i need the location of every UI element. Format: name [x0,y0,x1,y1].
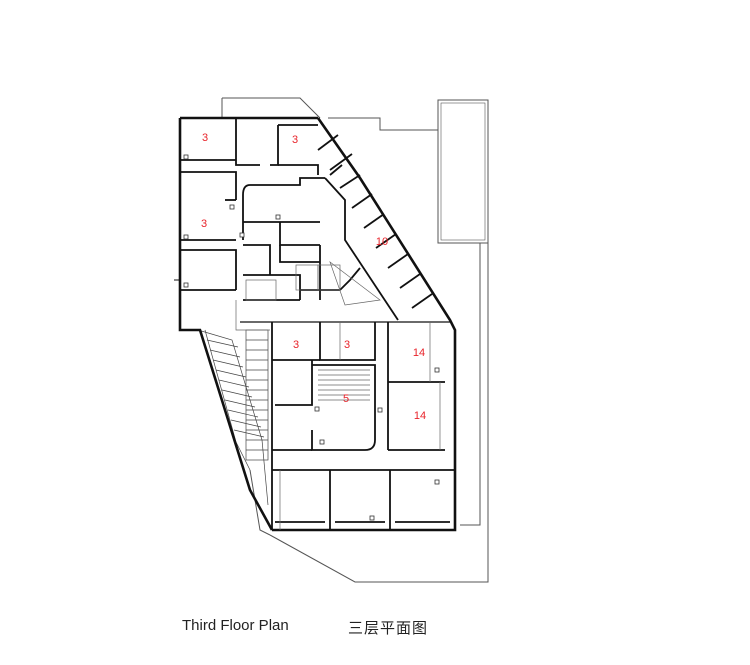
terrace-edge-east [328,117,438,131]
interior-details [235,261,441,530]
room-label-diagonal-wing: 10 [376,236,388,248]
room-labels: 3 3 3 10 3 3 14 5 14 [201,132,426,422]
roof-terrace-east [437,99,489,244]
column-markers [183,154,440,521]
room-label-nw-upper-left: 3 [202,132,208,144]
terrace-edge-north [222,97,321,119]
room-label-west-mid: 3 [201,218,207,230]
room-label-nw-upper-right: 3 [292,134,298,146]
interior-walls [180,118,455,530]
plan-caption-chinese: 三层平面图 [348,619,429,637]
room-label-center-hall: 5 [343,393,349,405]
room-label-center-left: 3 [293,339,299,351]
site-edge-east [269,243,489,583]
room-label-center-right: 3 [344,339,350,351]
room-label-east-upper: 14 [413,347,425,359]
exterior-walls [174,116,457,532]
plan-caption-english: Third Floor Plan [182,617,289,634]
site-outline [221,97,489,583]
room-label-east-lower: 14 [414,410,426,422]
